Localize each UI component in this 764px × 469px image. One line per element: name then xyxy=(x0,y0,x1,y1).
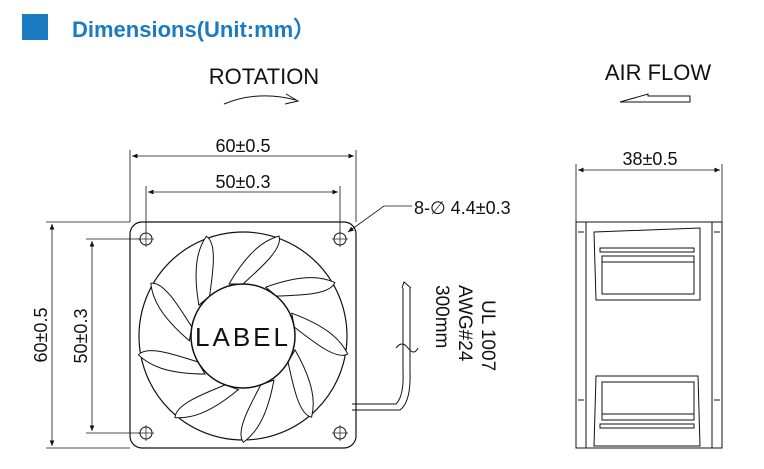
fan-blade xyxy=(150,282,193,342)
outer-height-label: 60±0.5 xyxy=(31,308,51,363)
dim-depth xyxy=(575,164,723,222)
wire-spec-line: UL 1007 xyxy=(477,300,498,371)
rotation-arrow xyxy=(223,95,297,105)
holes-leader xyxy=(347,205,412,233)
hole-width-label: 50±0.3 xyxy=(216,172,271,192)
mounting-hole xyxy=(332,425,348,441)
dim-hole-height xyxy=(86,238,140,434)
airflow-arrow xyxy=(619,93,691,103)
fan-side-view xyxy=(575,221,723,449)
fan-front-view: LABEL xyxy=(129,221,357,449)
hub-label: LABEL xyxy=(195,322,291,352)
title-marker xyxy=(22,14,48,40)
dim-outer-height xyxy=(46,221,130,449)
depth-label: 38±0.5 xyxy=(623,149,678,169)
page-title: Dimensions(Unit:mm） xyxy=(72,17,316,42)
airflow-label: AIR FLOW xyxy=(605,60,712,85)
fan-blade xyxy=(137,350,206,375)
wire-spec-line: AWG#24 xyxy=(454,285,475,362)
fan-blade xyxy=(174,384,240,419)
wire-spec-line: 300mm xyxy=(431,285,452,348)
wire-spec: UL 1007 AWG#24 300mm xyxy=(431,285,498,371)
rotation-label: ROTATION xyxy=(209,64,319,89)
outer-width-label: 60±0.5 xyxy=(216,136,271,156)
fan-blade xyxy=(291,312,349,356)
lead-wires xyxy=(352,281,419,411)
fan-hub xyxy=(190,283,296,389)
fan-blade xyxy=(264,277,336,297)
dim-hole-width xyxy=(145,186,341,232)
mounting-hole xyxy=(332,231,348,247)
fan-blade xyxy=(287,348,314,418)
fan-blades xyxy=(137,235,349,443)
holes-label: 8-∅ 4.4±0.3 xyxy=(414,198,511,218)
hole-height-label: 50±0.3 xyxy=(71,309,91,364)
fan-blade xyxy=(228,235,280,285)
fan-blade xyxy=(195,235,214,307)
fan-blade xyxy=(240,379,275,443)
dim-outer-width xyxy=(129,150,357,222)
